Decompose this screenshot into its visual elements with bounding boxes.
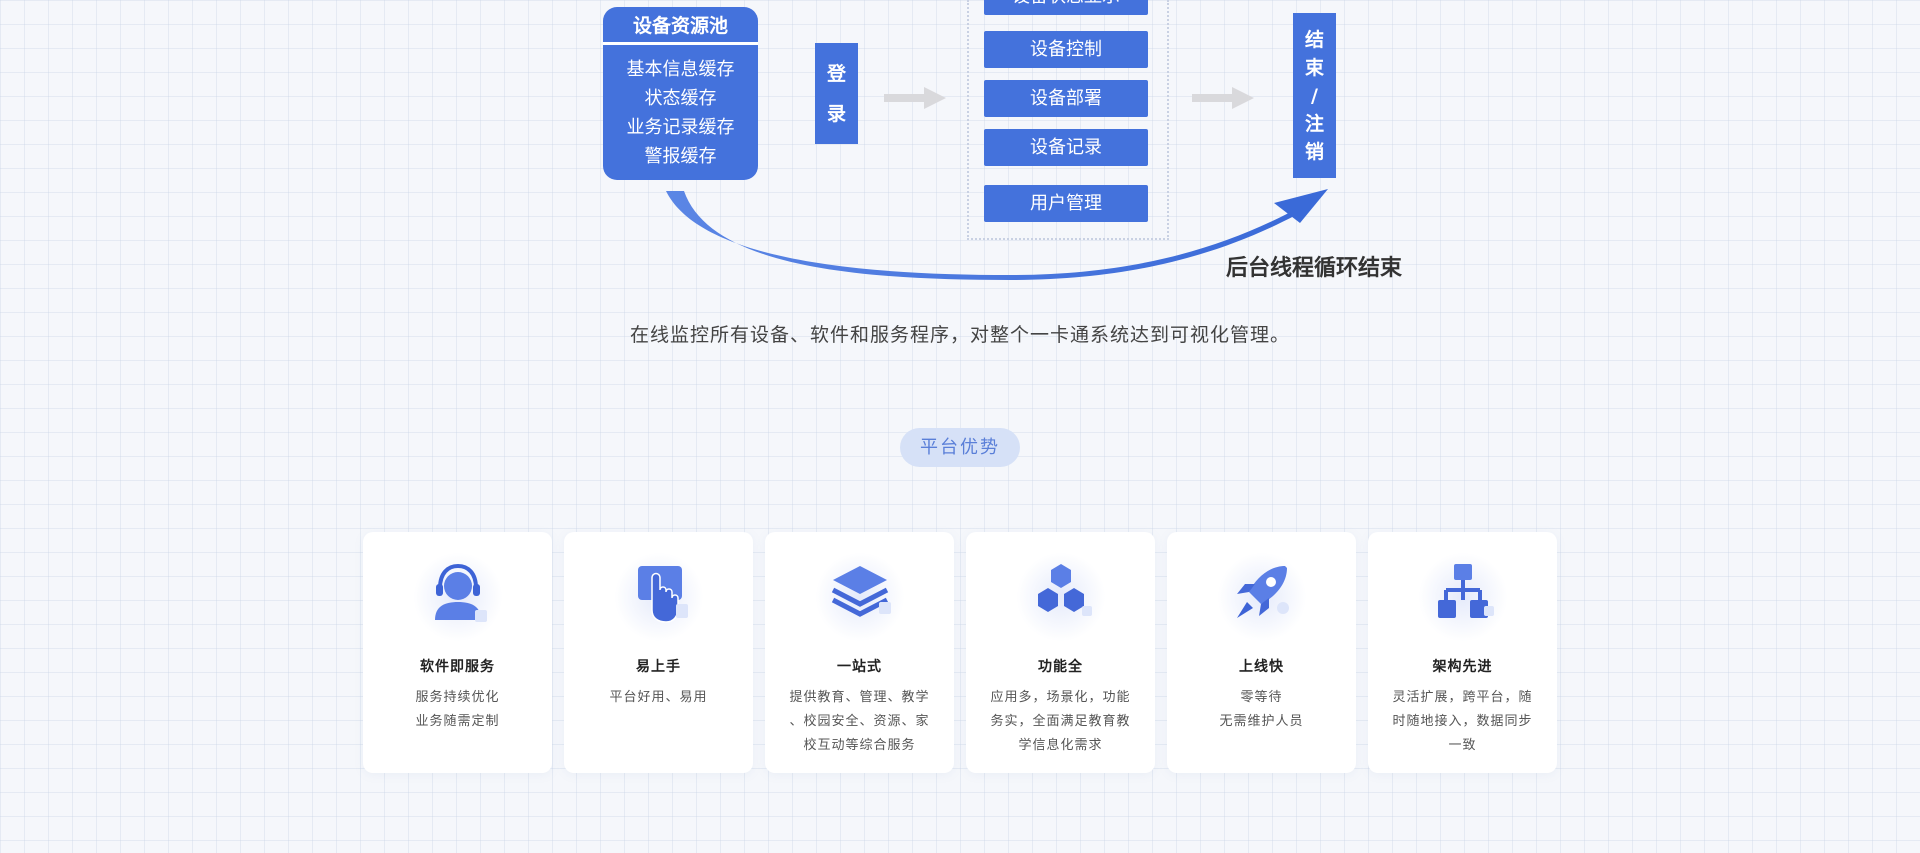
end-char: 束	[1304, 56, 1324, 79]
loop-label: 后台线程循环结束	[1226, 256, 1403, 281]
end-char: 注	[1304, 112, 1324, 135]
org-architecture-icon	[1437, 564, 1494, 618]
advantage-card: 架构先进 灵活扩展，跨平台，随 时随地接入，数据同步 一致	[1368, 532, 1557, 773]
desc-line: 提供教育、管理、教学	[789, 690, 930, 705]
end-char: /	[1311, 84, 1318, 107]
monitoring-description: 在线监控所有设备、软件和服务程序，对整个一卡通系统达到可视化管理。	[629, 324, 1290, 346]
advantage-card: 功能全 应用多，场景化，功能 务实，全面满足教育教 学信息化需求	[966, 532, 1155, 773]
layers-stack-icon	[831, 566, 891, 617]
advantage-desc: 平台好用、易用	[578, 686, 739, 710]
section-title-pill: 平台优势	[900, 428, 1020, 467]
advantage-desc: 零等待 无需维护人员	[1181, 686, 1342, 734]
desc-line: 一致	[1448, 738, 1477, 753]
function-item: 设备部署	[984, 80, 1148, 117]
resource-pool-title: 设备资源池	[603, 7, 758, 45]
desc-line: 业务随需定制	[415, 714, 500, 729]
desc-line: 务实，全面满足教育教	[990, 714, 1131, 729]
function-item: 设备控制	[984, 31, 1148, 68]
resource-pool-box	[603, 7, 758, 180]
pool-item: 状态缓存	[644, 88, 717, 109]
desc-line: 校互动等综合服务	[803, 738, 916, 753]
desc-line: 灵活扩展，跨平台，随	[1392, 690, 1533, 705]
advantage-card: 易上手 平台好用、易用	[564, 532, 753, 773]
function-item: 用户管理	[984, 185, 1148, 222]
advantage-title: 上线快	[1239, 659, 1284, 675]
pool-item: 业务记录缓存	[626, 117, 735, 138]
hexagon-cluster-icon	[1037, 564, 1092, 616]
desc-line: 平台好用、易用	[609, 690, 708, 705]
end-char: 结	[1304, 28, 1324, 51]
desc-line: 学信息化需求	[1018, 738, 1103, 753]
advantage-title: 架构先进	[1432, 659, 1493, 675]
login-char: 录	[826, 102, 846, 125]
desc-line: 零等待	[1240, 690, 1283, 705]
flow-arrow-icon	[884, 87, 946, 109]
advantage-title: 软件即服务	[420, 659, 495, 675]
advantage-card: 一站式 提供教育、管理、教学 、校园安全、资源、家 校互动等综合服务	[765, 532, 954, 773]
login-char: 登	[826, 62, 846, 85]
desc-line: 、校园安全、资源、家	[789, 714, 930, 729]
resource-pool-list: 基本信息缓存 状态缓存 业务记录缓存 警报缓存	[603, 55, 758, 171]
advantage-desc: 服务持续优化 业务随需定制	[377, 686, 538, 734]
desc-line: 服务持续优化	[415, 690, 500, 705]
advantage-card: 软件即服务 服务持续优化 业务随需定制	[363, 532, 552, 773]
pool-item: 基本信息缓存	[626, 59, 735, 80]
advantage-desc: 灵活扩展，跨平台，随 时随地接入，数据同步 一致	[1382, 686, 1543, 758]
desc-line: 应用多，场景化，功能	[990, 690, 1131, 705]
advantage-desc: 应用多，场景化，功能 务实，全面满足教育教 学信息化需求	[980, 686, 1141, 758]
desc-line: 时随地接入，数据同步	[1392, 714, 1533, 729]
pool-item: 警报缓存	[644, 146, 717, 167]
rocket-icon	[1236, 566, 1289, 618]
advantage-title: 功能全	[1038, 659, 1083, 675]
login-step: 登 录	[815, 43, 858, 144]
function-group-frame	[967, 0, 1169, 240]
advantage-card: 上线快 零等待 无需维护人员	[1167, 532, 1356, 773]
end-char: 销	[1304, 140, 1324, 163]
touch-tap-icon	[637, 566, 688, 623]
advantage-title: 一站式	[837, 659, 882, 675]
function-item: 设备状态显示	[984, 0, 1148, 15]
headset-support-icon	[434, 563, 487, 622]
advantage-desc: 提供教育、管理、教学 、校园安全、资源、家 校互动等综合服务	[779, 686, 940, 758]
advantage-title: 易上手	[636, 659, 681, 675]
loop-back-arrow-icon	[666, 189, 1328, 280]
function-item: 设备记录	[984, 129, 1148, 166]
desc-line: 无需维护人员	[1219, 714, 1304, 729]
end-logout-step: 结 束 / 注 销	[1293, 13, 1336, 178]
flow-arrow-icon	[1192, 87, 1254, 109]
